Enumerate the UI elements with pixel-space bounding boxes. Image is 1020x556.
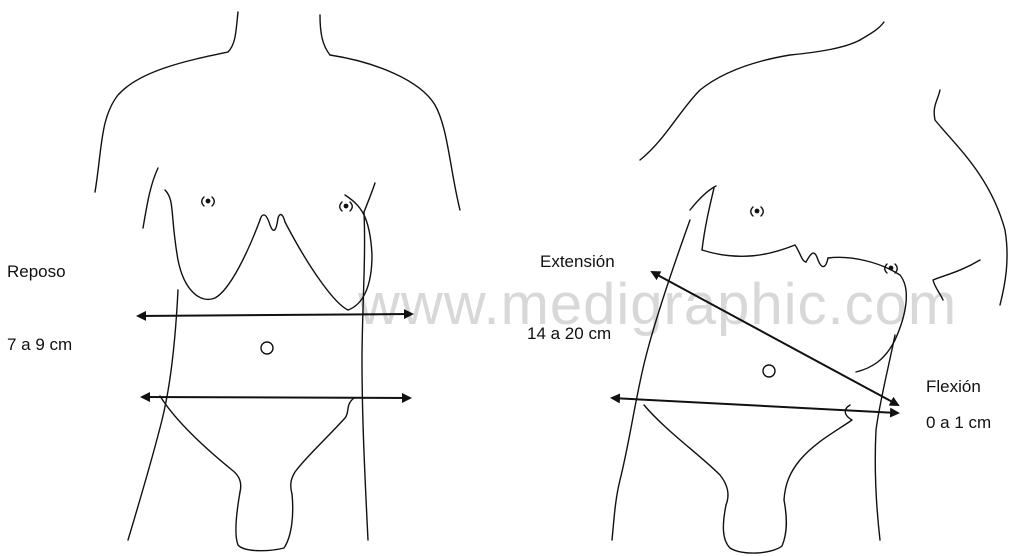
left-sternum <box>260 215 285 231</box>
left-flank-right <box>362 212 368 540</box>
right-pubic-right <box>784 405 852 500</box>
left-upper-arrow <box>138 314 412 316</box>
right-torso-figure <box>612 22 1007 553</box>
left-neck-left <box>228 12 238 52</box>
left-nipple-r <box>344 204 349 209</box>
flexion-measure-label: 0 a 1 cm <box>926 414 991 431</box>
left-nipple-l <box>206 199 211 204</box>
right-pubic-left <box>644 405 728 505</box>
right-nipple-r <box>889 266 894 271</box>
left-lower-arrow <box>142 397 410 398</box>
right-breast-left <box>702 245 806 262</box>
left-flank-left <box>128 290 178 540</box>
left-shoulder-right <box>330 55 460 210</box>
left-appendage <box>236 492 293 551</box>
right-armpit <box>702 188 714 250</box>
right-flank-right <box>875 335 895 540</box>
flexion-label: Flexión <box>926 378 981 395</box>
extension-measure-label: 14 a 20 cm <box>527 325 611 342</box>
right-neck <box>860 22 884 40</box>
left-armpit-left <box>143 168 158 228</box>
left-shoulder-left <box>95 52 228 192</box>
reposo-measure-label: 7 a 9 cm <box>7 336 72 353</box>
right-shoulder-left <box>640 40 860 160</box>
left-torso-figure <box>95 12 460 551</box>
flexion-arrow <box>612 398 898 413</box>
left-breast-right <box>285 195 372 310</box>
right-nipple-l <box>755 209 760 214</box>
reposo-label: Reposo <box>7 263 66 280</box>
extension-label: Extensión <box>540 253 615 270</box>
right-breast-notch <box>806 253 828 267</box>
left-neck-right <box>320 15 330 55</box>
left-umbilicus <box>261 342 273 354</box>
right-appendage <box>723 500 786 553</box>
right-breast-right <box>828 257 906 372</box>
right-umbilicus <box>763 365 775 377</box>
left-nipple-l-mark <box>202 197 204 206</box>
right-shoulder-right <box>934 90 1007 305</box>
extension-arrow <box>652 272 898 405</box>
left-pubic-area <box>160 396 241 492</box>
right-flank-left <box>612 220 690 540</box>
right-arm-fold <box>933 260 980 300</box>
left-armpit-right <box>364 183 375 212</box>
left-pubic-right <box>291 398 354 494</box>
